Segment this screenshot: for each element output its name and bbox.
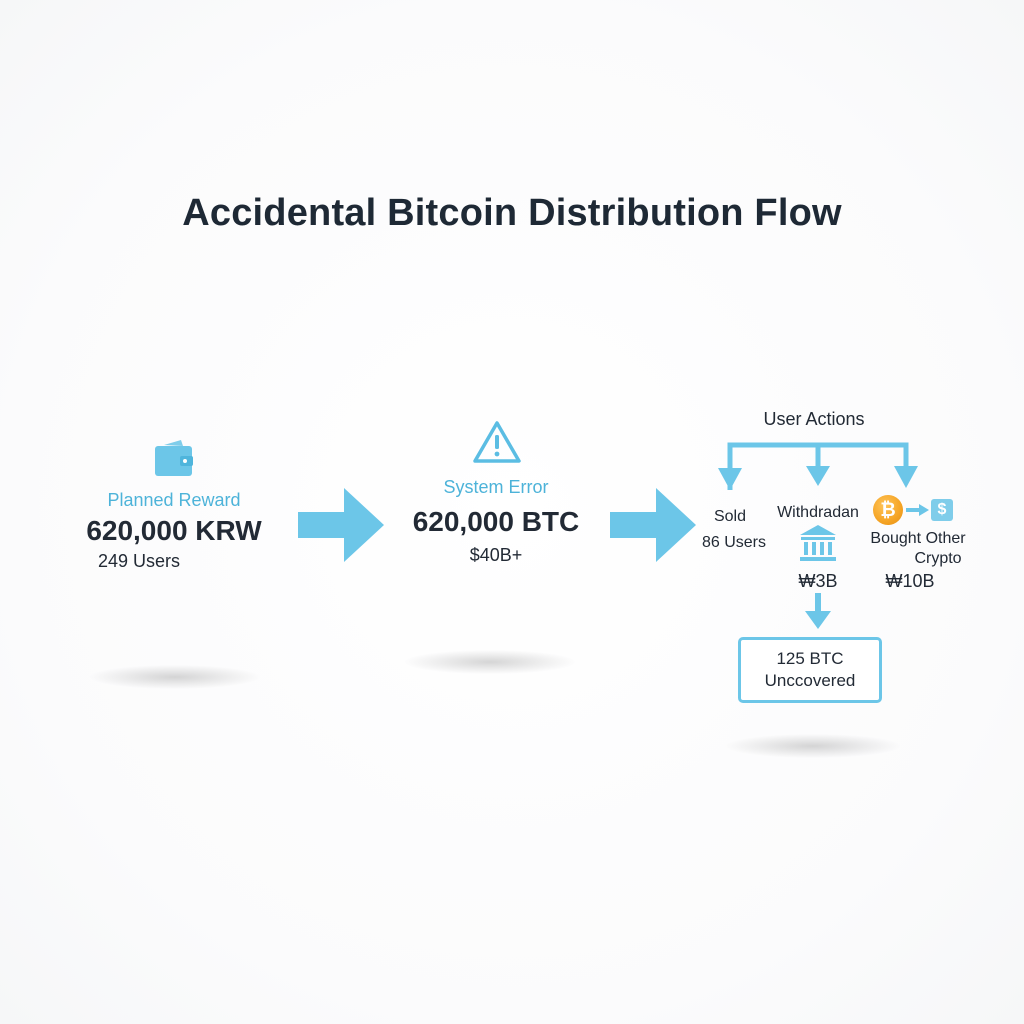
planned-shadow	[90, 665, 260, 689]
uncovered-line1: 125 BTC	[776, 649, 844, 668]
planned-label: Planned Reward	[107, 490, 241, 510]
bitcoin-icon: ₿	[873, 495, 903, 525]
error-shadow	[405, 650, 575, 674]
arrow-right-icon	[610, 488, 696, 562]
error-value: 620,000 BTC	[412, 506, 580, 537]
actions-branch-arrows	[718, 442, 918, 490]
arrow-down-icon	[805, 593, 831, 629]
bought-amount: ₩10B	[885, 571, 935, 591]
actions-header: User Actions	[763, 409, 865, 429]
bought-label-line1: Bought Other	[870, 530, 966, 547]
withdrawn-amount: ₩3B	[798, 571, 838, 591]
withdrawn-label: Withdradan	[777, 504, 859, 521]
bank-icon	[800, 525, 836, 561]
dollar-icon: $	[931, 499, 953, 521]
warning-icon	[473, 421, 521, 463]
arrow-right-icon	[906, 504, 929, 516]
bought-label-line2: Crypto	[914, 550, 962, 567]
error-usd: $40B+	[469, 545, 523, 565]
wallet-icon	[155, 440, 193, 476]
diagram-title: Accidental Bitcoin Distribution Flow	[182, 192, 842, 234]
sold-label: Sold	[713, 508, 747, 525]
arrow-right-icon	[298, 488, 384, 562]
sold-users: 86 Users	[701, 534, 767, 551]
uncovered-shadow	[725, 734, 900, 758]
uncovered-line2: Unccovered	[764, 671, 856, 690]
error-label: System Error	[443, 477, 549, 497]
planned-users: 249 Users	[98, 551, 181, 571]
planned-value: 620,000 KRW	[86, 515, 262, 546]
uncovered-box: 125 BTC Unccovered	[738, 637, 882, 703]
